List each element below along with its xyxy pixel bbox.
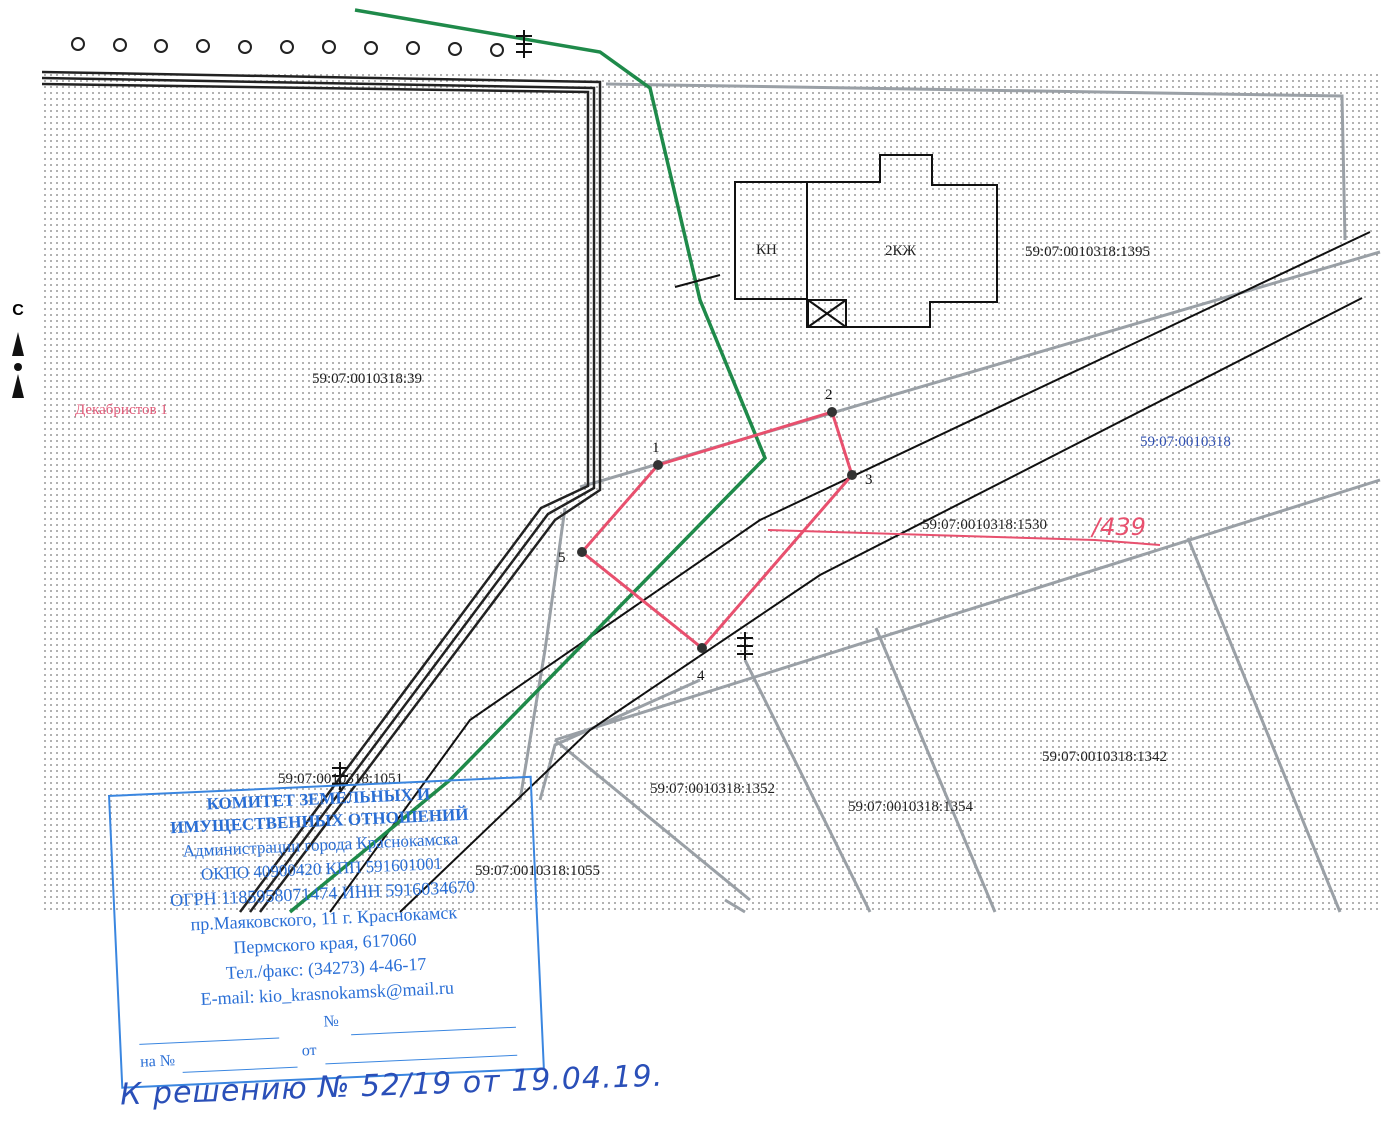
red-leader-line xyxy=(767,529,1161,546)
building-label-kn: КН xyxy=(756,242,777,258)
parcel-label-1342: 59:07:0010318:1342 xyxy=(1042,749,1167,765)
parcel-label-1530: 59:07:0010318:1530 xyxy=(922,517,1047,533)
parcel-boundaries xyxy=(518,82,1381,914)
buildings xyxy=(734,154,998,328)
red-boundary xyxy=(579,410,854,651)
road-border xyxy=(41,70,602,913)
boundary-points xyxy=(577,407,857,653)
dotted-parcel-area xyxy=(42,72,1380,912)
power-line-tick xyxy=(674,274,721,288)
road-lines xyxy=(329,231,1371,913)
power-line xyxy=(288,8,768,914)
stamp-ot-label: от xyxy=(301,1041,317,1060)
parcel-label-1352: 59:07:0010318:1352 xyxy=(650,781,775,797)
parcel-label-1354: 59:07:0010318:1354 xyxy=(848,799,974,815)
stamp-na-no-label: на № xyxy=(139,1052,176,1071)
point-label-2: 2 xyxy=(825,387,833,403)
point-label-1: 1 xyxy=(652,440,660,456)
point-label-3: 3 xyxy=(865,472,873,488)
parcel-label-1055: 59:07:0010318:1055 xyxy=(475,863,600,879)
point-label-4: 4 xyxy=(697,668,705,684)
block-label: 59:07:0010318 xyxy=(1140,434,1231,450)
street-label: Декабристов 1 xyxy=(75,402,168,418)
circle-line xyxy=(71,37,504,57)
parcel-label-39: 59:07:0010318:39 xyxy=(312,371,422,387)
stamp-no-label: № xyxy=(323,1012,340,1031)
parcel-label-1395: 59:07:0010318:1395 xyxy=(1025,244,1150,260)
north-label: С xyxy=(12,302,24,319)
parcel-label-1051: 59:07:0010318:1051 xyxy=(278,771,403,787)
north-arrow-icon xyxy=(12,332,24,398)
building-label-kzh: 2КЖ xyxy=(885,243,917,259)
official-stamp: КОМИТЕТ ЗЕМЕЛЬНЫХ И ИМУЩЕСТВЕННЫХ ОТНОШЕ… xyxy=(108,775,546,1095)
parcel-annotation-439: /439 xyxy=(1090,513,1146,541)
pole-icon xyxy=(332,30,753,790)
point-label-5: 5 xyxy=(558,550,566,566)
